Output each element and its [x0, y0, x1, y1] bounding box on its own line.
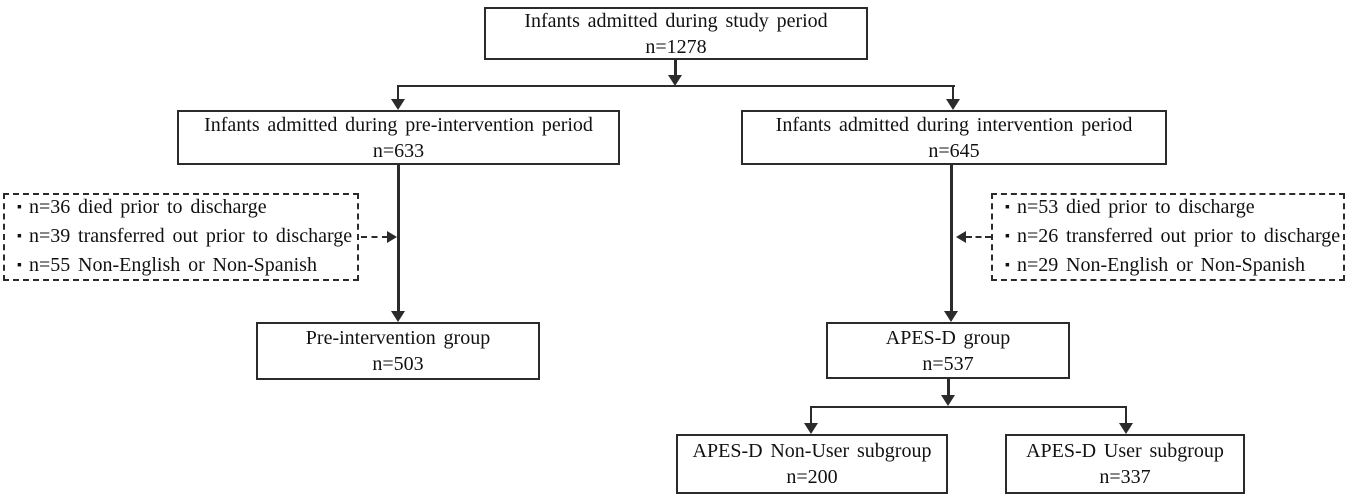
square-bullet-icon: ▪: [1005, 228, 1010, 244]
node-intervention-period: Infants admitted during intervention per…: [741, 110, 1167, 165]
node-label: APES-D group: [885, 326, 1011, 349]
connector-pre-exclusion-dashed: [361, 236, 388, 238]
arrowhead-down-icon: [391, 99, 405, 110]
exclusion-text: n=36 died prior to discharge: [28, 195, 267, 218]
arrowhead-down-icon: [946, 99, 960, 110]
node-pre-intervention-group: Pre-intervention group n=503: [256, 322, 540, 380]
node-study-period: Infants admitted during study period n=1…: [484, 7, 868, 60]
connector-stub-nonuser: [810, 408, 812, 423]
connector-split-top: [397, 85, 955, 87]
connector-apesd-trunk: [947, 379, 950, 396]
node-apesd-nonuser-subgroup: APES-D Non-User subgroup n=200: [676, 434, 948, 494]
node-count: n=1278: [645, 35, 707, 58]
node-count: n=645: [928, 139, 980, 162]
arrowhead-down-icon: [391, 311, 405, 322]
exclusion-item: ▪ n=53 died prior to discharge: [1005, 194, 1255, 223]
connector-split-bottom: [810, 406, 1127, 408]
node-count: n=503: [372, 353, 424, 375]
node-count: n=200: [786, 466, 838, 488]
node-apesd-user-subgroup: APES-D User subgroup n=337: [1005, 434, 1245, 494]
exclusion-item: ▪ n=36 died prior to discharge: [17, 194, 267, 223]
exclusion-item: ▪ n=55 Non-English or Non-Spanish: [17, 252, 317, 281]
node-pre-exclusions: ▪ n=36 died prior to discharge ▪ n=39 tr…: [3, 193, 359, 281]
node-label: Infants admitted during study period: [524, 9, 828, 32]
square-bullet-icon: ▪: [1005, 199, 1010, 215]
square-bullet-icon: ▪: [17, 257, 22, 273]
node-label: APES-D User subgroup: [1026, 440, 1224, 462]
connector-int-trunk: [950, 165, 953, 312]
node-apesd-group: APES-D group n=537: [826, 322, 1070, 379]
square-bullet-icon: ▪: [17, 199, 22, 215]
node-count: n=337: [1099, 466, 1151, 488]
arrowhead-left-icon: [956, 231, 966, 243]
exclusion-text: n=53 died prior to discharge: [1016, 195, 1255, 218]
arrowhead-down-icon: [944, 311, 958, 322]
connector-int-exclusion-dashed: [966, 236, 991, 238]
arrowhead-down-icon: [804, 423, 818, 434]
arrowhead-down-icon: [668, 75, 682, 86]
exclusion-item: ▪ n=39 transferred out prior to discharg…: [17, 223, 352, 252]
node-int-exclusions: ▪ n=53 died prior to discharge ▪ n=26 tr…: [991, 193, 1345, 281]
connector-pre-trunk: [397, 165, 400, 312]
arrowhead-right-icon: [387, 231, 397, 243]
node-label: Pre-intervention group: [305, 327, 491, 349]
exclusion-text: n=39 transferred out prior to discharge: [28, 224, 353, 247]
arrowhead-down-icon: [1119, 423, 1133, 434]
connector-stub-pre: [397, 87, 399, 100]
node-label: APES-D Non-User subgroup: [692, 440, 932, 462]
connector-study-trunk: [674, 60, 677, 76]
exclusion-text: n=26 transferred out prior to discharge: [1016, 224, 1341, 247]
node-count: n=633: [372, 139, 425, 162]
exclusion-item: ▪ n=26 transferred out prior to discharg…: [1005, 223, 1340, 252]
connector-stub-user: [1125, 408, 1127, 423]
node-label: Infants admitted during intervention per…: [775, 113, 1133, 136]
exclusion-text: n=29 Non-English or Non-Spanish: [1016, 253, 1305, 276]
square-bullet-icon: ▪: [1005, 257, 1010, 273]
node-pre-intervention-period: Infants admitted during pre-intervention…: [177, 110, 620, 165]
arrowhead-down-icon: [941, 395, 955, 406]
exclusion-text: n=55 Non-English or Non-Spanish: [28, 253, 317, 276]
square-bullet-icon: ▪: [17, 228, 22, 244]
node-label: Infants admitted during pre-intervention…: [204, 113, 593, 136]
exclusion-item: ▪ n=29 Non-English or Non-Spanish: [1005, 252, 1305, 281]
connector-stub-int: [952, 87, 954, 100]
node-count: n=537: [922, 352, 974, 375]
